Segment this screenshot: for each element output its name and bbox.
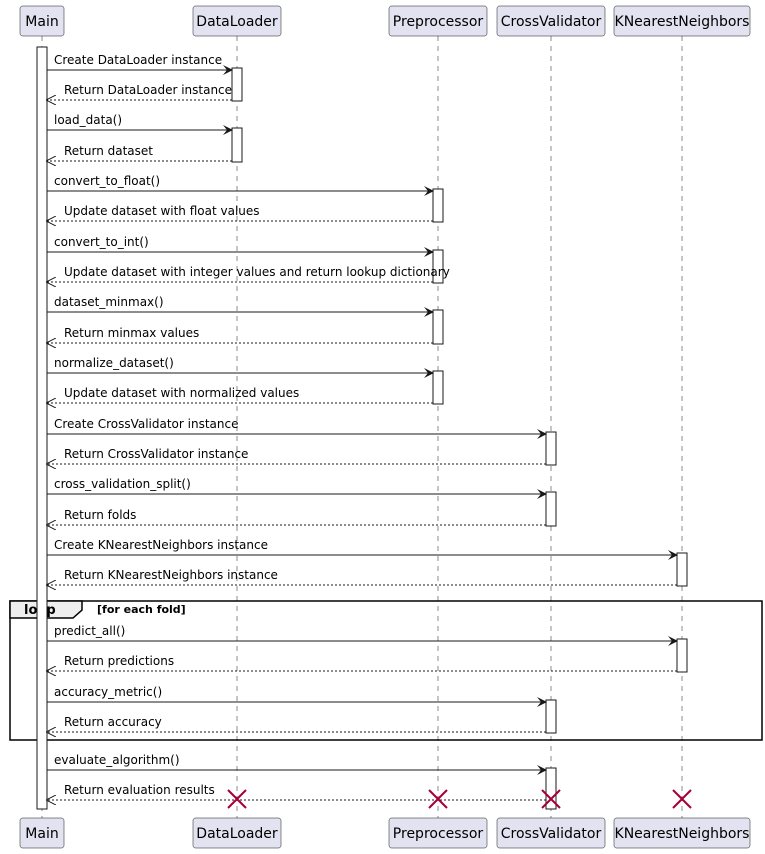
return-label: Update dataset with integer values and r…	[64, 265, 450, 279]
participant-dataloader-bottom: DataLoader	[192, 817, 282, 849]
call-label: predict_all()	[54, 624, 125, 638]
call-label: convert_to_int()	[54, 235, 149, 249]
return-label: Return DataLoader instance	[64, 83, 232, 97]
activation-bar-preprocessor	[432, 309, 444, 345]
participant-label: Preprocessor	[393, 14, 484, 30]
loop-guard: [for each fold]	[97, 603, 186, 616]
activation-bar-crossvalidator	[545, 431, 557, 466]
destroy-mark-knn	[672, 789, 692, 809]
call-label: normalize_dataset()	[54, 356, 174, 370]
return-label: Return predictions	[64, 654, 174, 668]
call-label: cross_validation_split()	[54, 477, 191, 491]
activation-bar-preprocessor	[432, 249, 444, 284]
activation-bar-dataloader	[231, 127, 243, 163]
participant-knn-bottom: KNearestNeighbors	[613, 817, 751, 849]
return-label: Return minmax values	[64, 326, 199, 340]
participant-label: Main	[25, 826, 58, 842]
participant-label: KNearestNeighbors	[615, 14, 750, 30]
activation-bar-knn	[676, 638, 688, 673]
call-label: dataset_minmax()	[54, 295, 164, 309]
return-label: Return CrossValidator instance	[64, 447, 248, 461]
destroy-markers	[227, 789, 692, 809]
return-label: Return accuracy	[64, 715, 162, 729]
activation-bar-dataloader	[231, 67, 243, 102]
destroy-mark-crossvalidator	[541, 789, 561, 809]
activation-bar-main	[36, 46, 48, 810]
participant-preprocessor-top: Preprocessor	[388, 5, 488, 37]
participant-label: DataLoader	[196, 826, 278, 842]
participants: MainMainDataLoaderDataLoaderPreprocessor…	[19, 5, 751, 849]
return-label: Update dataset with normalized values	[64, 386, 299, 400]
return-label: Update dataset with float values	[64, 204, 260, 218]
call-label: load_data()	[54, 113, 122, 127]
activation-bar-preprocessor	[432, 370, 444, 405]
call-label: Create CrossValidator instance	[54, 417, 238, 431]
return-label: Return folds	[64, 508, 136, 522]
loop-frame	[9, 600, 763, 741]
participant-main-top: Main	[19, 5, 65, 37]
call-label: Create DataLoader instance	[54, 53, 222, 67]
participant-crossvalidator-bottom: CrossValidator	[496, 817, 606, 849]
activation-bar-crossvalidator	[545, 491, 557, 527]
participant-label: KNearestNeighbors	[615, 826, 750, 842]
call-label: convert_to_float()	[54, 174, 160, 188]
participant-knn-top: KNearestNeighbors	[613, 5, 751, 37]
participant-crossvalidator-top: CrossValidator	[496, 5, 606, 37]
return-label: Return evaluation results	[64, 783, 215, 797]
participant-label: CrossValidator	[501, 14, 602, 30]
participant-main-bottom: Main	[19, 817, 65, 849]
participant-dataloader-top: DataLoader	[192, 5, 282, 37]
activation-bar-crossvalidator	[545, 699, 557, 734]
activation-bars	[36, 46, 688, 810]
return-label: Return KNearestNeighbors instance	[64, 568, 278, 582]
activation-bar-knn	[676, 552, 688, 587]
participant-label: Main	[25, 14, 58, 30]
destroy-mark-preprocessor	[428, 789, 448, 809]
return-label: Return dataset	[64, 144, 153, 158]
activation-bar-crossvalidator	[545, 767, 557, 810]
participant-preprocessor-bottom: Preprocessor	[388, 817, 488, 849]
call-label: Create KNearestNeighbors instance	[54, 538, 268, 552]
participant-label: Preprocessor	[393, 826, 484, 842]
participant-label: CrossValidator	[501, 826, 602, 842]
call-label: accuracy_metric()	[54, 685, 162, 699]
destroy-mark-dataloader	[227, 789, 247, 809]
activation-bar-preprocessor	[432, 188, 444, 223]
participant-label: DataLoader	[196, 14, 278, 30]
call-label: evaluate_algorithm()	[54, 753, 180, 767]
